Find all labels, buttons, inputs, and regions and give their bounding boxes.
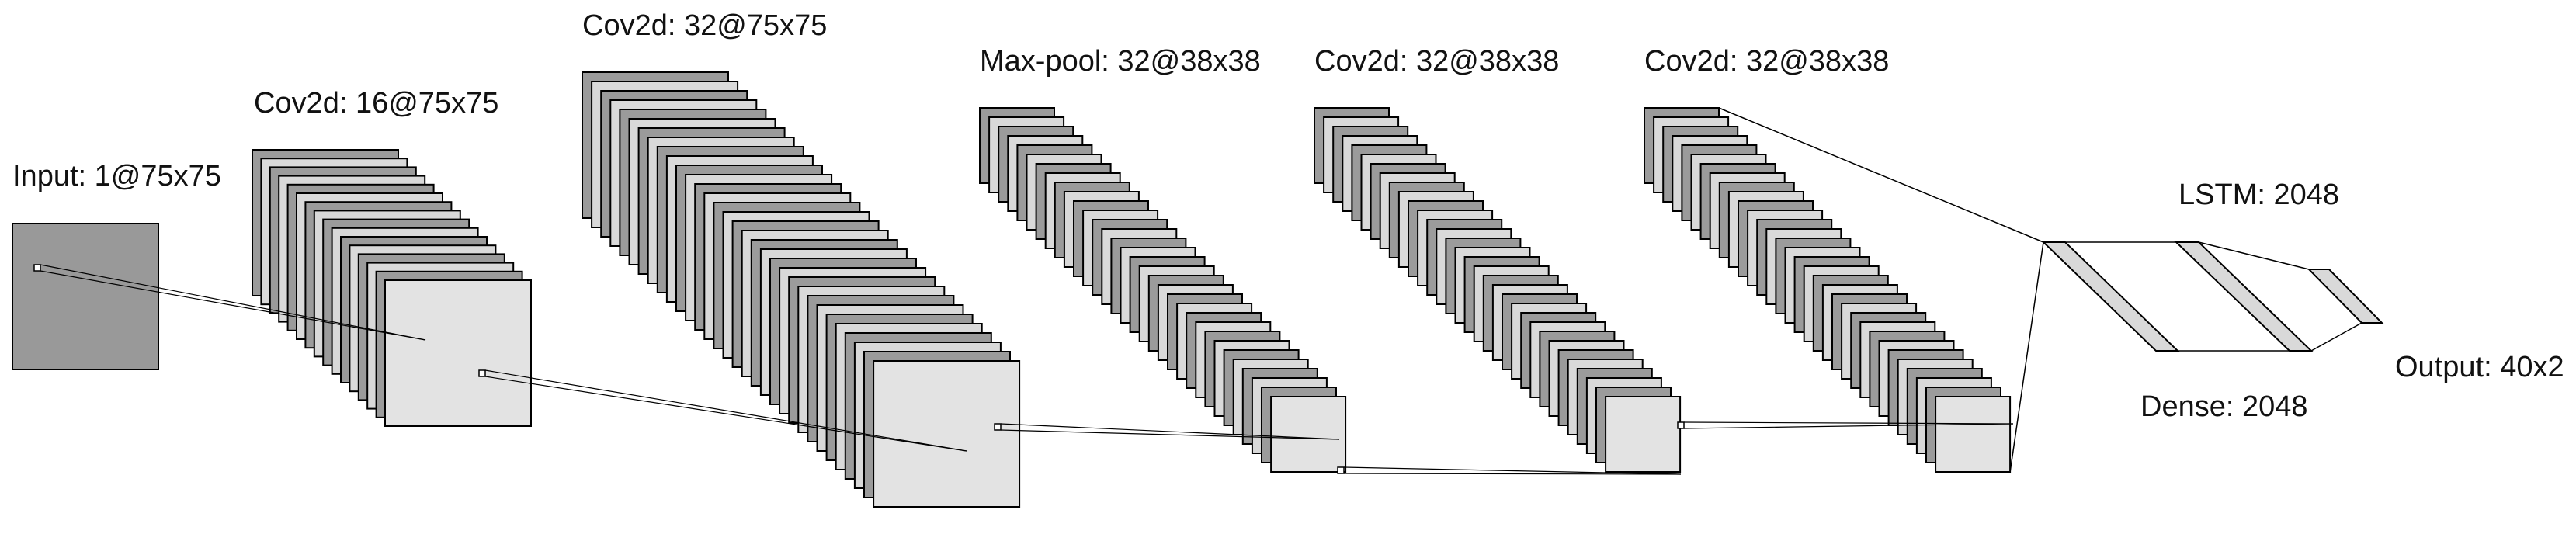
flatten-projection-line-bottom [2009,241,2044,473]
maxpool-to-conv3-projection-line-top [1343,466,1682,475]
conv4-feature-map-32 [1935,396,2012,473]
input-to-conv1-projection-line-bottom [40,270,426,341]
conv3-feature-map-32 [1605,396,1682,473]
flatten-projection-line-top [1718,107,2044,243]
output-layer-label: Output: 40x2 [2395,351,2564,383]
maxpool-to-conv3-projection-line-bottom [1343,473,1682,475]
lstm-to-output-line-top [2198,241,2310,270]
conv2-to-maxpool-projection-line-top [1000,423,1340,440]
lstm-layer-block [2174,241,2314,352]
input-to-conv1-kernel-box [33,264,41,272]
maxpool-layer-label: Max-pool: 32@38x38 [980,45,1261,78]
dense-layer-label: Dense: 2048 [2140,390,2308,423]
conv3-layer-label: Cov2d: 32@38x38 [1314,45,1560,78]
conv2-feature-map-32 [873,360,1021,508]
conv1-to-conv2-projection-line-bottom [484,376,967,452]
conv3-to-conv4-projection-line-bottom [1683,423,2014,429]
conv2-to-maxpool-projection-line-bottom [1000,429,1340,440]
conv1-feature-map-16 [384,279,532,427]
lstm-layer-label: LSTM: 2048 [2178,179,2339,211]
pool-feature-map-32 [1270,396,1347,473]
conv1-layer-label: Cov2d: 16@75x75 [254,87,499,120]
conv3-to-conv4-kernel-box [1677,421,1685,429]
maxpool-to-conv3-kernel-box [1337,466,1345,474]
conv2-layer-label: Cov2d: 32@75x75 [582,9,828,42]
input-layer-label: Input: 1@75x75 [12,160,221,192]
lstm-to-output-line-bottom [2310,322,2362,352]
conv1-to-conv2-projection-line-top [484,369,967,452]
conv2-to-maxpool-kernel-box [994,423,1002,431]
output-layer-block [2307,269,2384,324]
input-feature-map-1 [12,223,159,370]
conv1-to-conv2-kernel-box [478,369,486,377]
input-to-conv1-projection-line-top [40,264,426,341]
conv3-to-conv4-projection-line-top [1683,421,2014,425]
conv4-layer-label: Cov2d: 32@38x38 [1644,45,1890,78]
dense-layer-block [2041,241,2180,352]
